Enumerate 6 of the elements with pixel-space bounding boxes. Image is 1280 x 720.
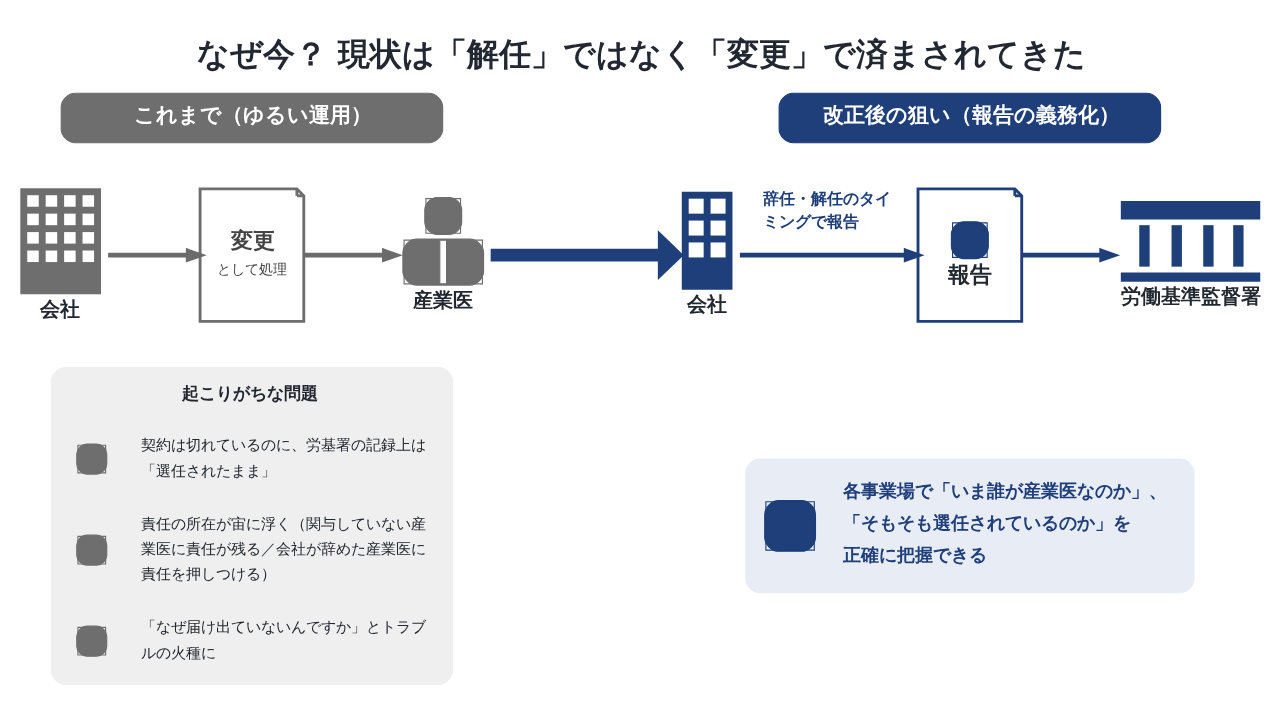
node-label: 会社 <box>40 297 81 321</box>
node-label: 労働基準監督署 <box>1120 285 1261 309</box>
edge-label: 辞任・解任のタイミングで報告 <box>763 189 892 232</box>
node-label: 産業医 <box>413 288 474 312</box>
diagram-title: なぜ今？ 現状は「解任」ではなく「変更」で済まされてきた <box>196 34 1087 73</box>
node-label: 会社 <box>686 293 727 317</box>
